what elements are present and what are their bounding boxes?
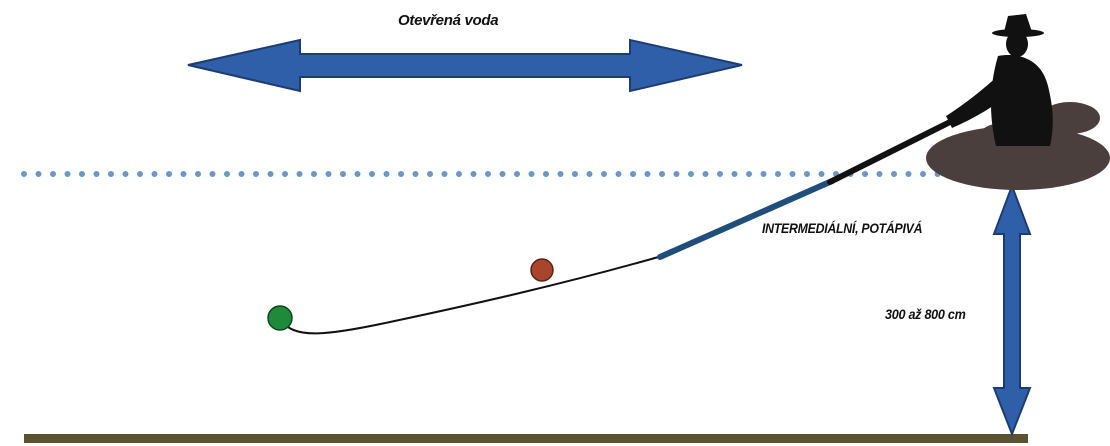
fly-rod bbox=[827, 119, 953, 185]
sinking-line bbox=[657, 178, 835, 260]
fly-green-icon bbox=[267, 305, 293, 331]
fly-orange-icon bbox=[530, 258, 554, 282]
open-water-label: Otevřená voda bbox=[398, 12, 499, 29]
fisherman-icon bbox=[946, 14, 1053, 147]
lake-bottom bbox=[24, 434, 1028, 443]
depth-label: 300 až 800 cm bbox=[885, 306, 966, 322]
depth-arrow bbox=[992, 183, 1032, 437]
open-water-arrow bbox=[187, 38, 743, 93]
line-type-label: INTERMEDIÁLNÍ, POTÁPIVÁ bbox=[762, 220, 923, 236]
leader-line bbox=[281, 255, 663, 335]
